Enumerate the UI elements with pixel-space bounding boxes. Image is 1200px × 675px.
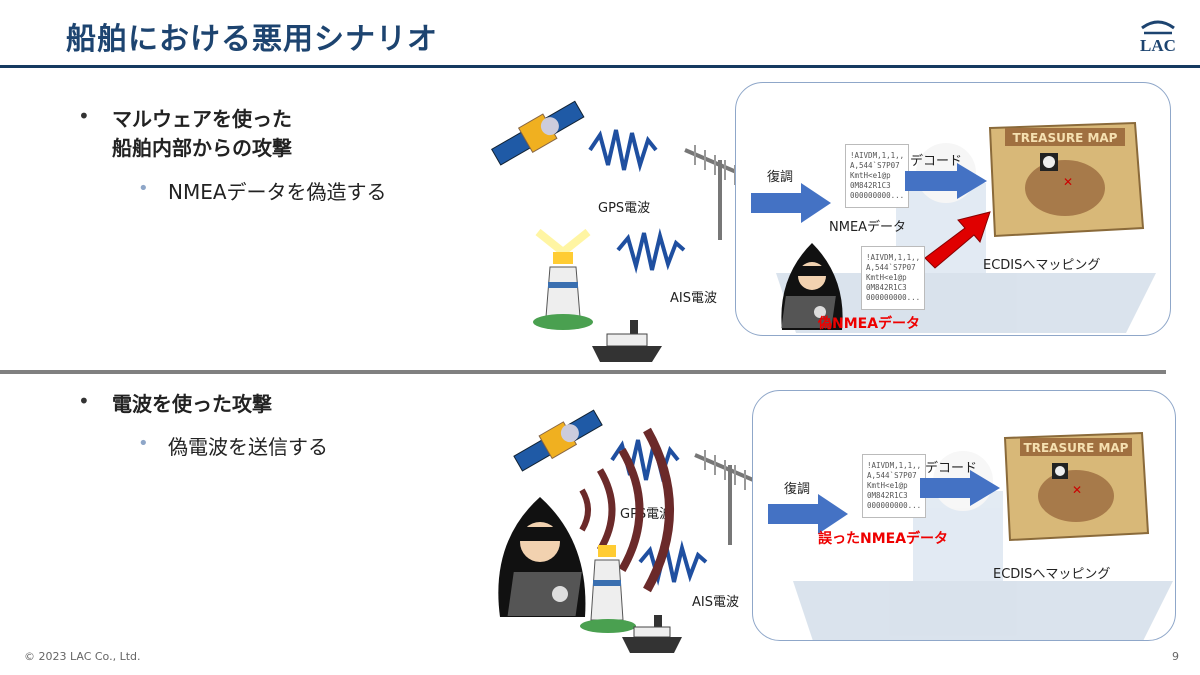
nmea-document: !AIVDM,1,1,, A,544`S7P07 KmtH<e1@p 0M842… xyxy=(862,454,926,518)
decode-label: デコード xyxy=(910,154,963,169)
map-title: TREASURE MAP xyxy=(1013,131,1118,145)
page-title: 船舶における悪用シナリオ xyxy=(66,22,438,57)
logo-arcs-icon: LAC xyxy=(1140,20,1176,55)
ship-icon xyxy=(622,615,682,653)
treasure-map-icon: TREASURE MAP ✕ xyxy=(988,121,1145,238)
sub-bullet-fake-radio: 偽電波を送信する xyxy=(168,435,328,459)
hacker-icon xyxy=(781,243,843,330)
satellite-icon xyxy=(491,100,585,166)
ship-icon xyxy=(592,320,662,362)
sub-bullet-fake-nmea: NMEAデータを偽造する xyxy=(168,180,387,204)
decode-label: デコード xyxy=(925,461,978,476)
ecdis-label: ECDISへマッピング xyxy=(993,567,1111,582)
nmea-document: !AIVDM,1,1,, A,544`S7P07 KmtH<e1@p 0M842… xyxy=(845,144,909,208)
lac-logo: LAC xyxy=(1130,14,1186,55)
copyright: © 2023 LAC Co., Ltd. xyxy=(24,650,141,663)
decode-arrow-icon xyxy=(905,163,987,199)
bullet-radio: 電波を使った攻撃 xyxy=(112,392,272,416)
demod-label: 復調 xyxy=(784,482,811,497)
gps-label: GPS電波 xyxy=(620,507,673,522)
bullet-malware-line2: 船舶内部からの攻撃 xyxy=(112,136,292,160)
lighthouse-icon xyxy=(580,545,636,633)
header-divider xyxy=(0,65,1200,68)
gps-wave-icon xyxy=(588,129,658,173)
fake-nmea-label: 偽NMEAデータ xyxy=(818,316,921,332)
nmea-label: NMEAデータ xyxy=(829,220,907,235)
gps-label: GPS電波 xyxy=(598,201,651,216)
map-title: TREASURE MAP xyxy=(1024,441,1129,455)
satellite-icon xyxy=(513,409,603,472)
svg-text:✕: ✕ xyxy=(1072,483,1082,497)
ais-wave-icon xyxy=(638,540,708,586)
hacker-icon xyxy=(498,497,586,617)
treasure-map-icon: TREASURE MAP ✕ xyxy=(1003,431,1150,542)
page-number: 9 xyxy=(1172,650,1179,663)
decode-arrow-icon xyxy=(920,470,1000,506)
sub-bullet-dot-icon: • xyxy=(138,178,149,199)
ecdis-label: ECDISへマッピング xyxy=(983,258,1101,273)
ais-label: AIS電波 xyxy=(670,291,717,306)
demod-arrow-icon xyxy=(751,183,831,223)
svg-text:✕: ✕ xyxy=(1063,175,1073,189)
bullet-dot-icon: • xyxy=(78,389,90,413)
ais-label: AIS電波 xyxy=(692,595,739,610)
section-divider xyxy=(0,370,1166,374)
wrong-nmea-label: 誤ったNMEAデータ xyxy=(818,531,949,547)
fake-injection-arrow-icon xyxy=(924,211,991,269)
demod-arrow-icon xyxy=(768,494,848,534)
logo-text: LAC xyxy=(1140,36,1176,55)
fake-radio-waves-icon xyxy=(579,427,674,593)
ais-wave-icon xyxy=(616,228,686,274)
bullet-dot-icon: • xyxy=(78,104,90,128)
lighthouse-icon xyxy=(533,228,593,330)
demod-label: 復調 xyxy=(767,170,794,185)
fake-nmea-document: !AIVDM,1,1,, A,544`S7P07 KmtH<e1@p 0M842… xyxy=(861,246,925,310)
bullet-malware: マルウェアを使った xyxy=(112,107,292,131)
sub-bullet-dot-icon: • xyxy=(138,433,149,454)
